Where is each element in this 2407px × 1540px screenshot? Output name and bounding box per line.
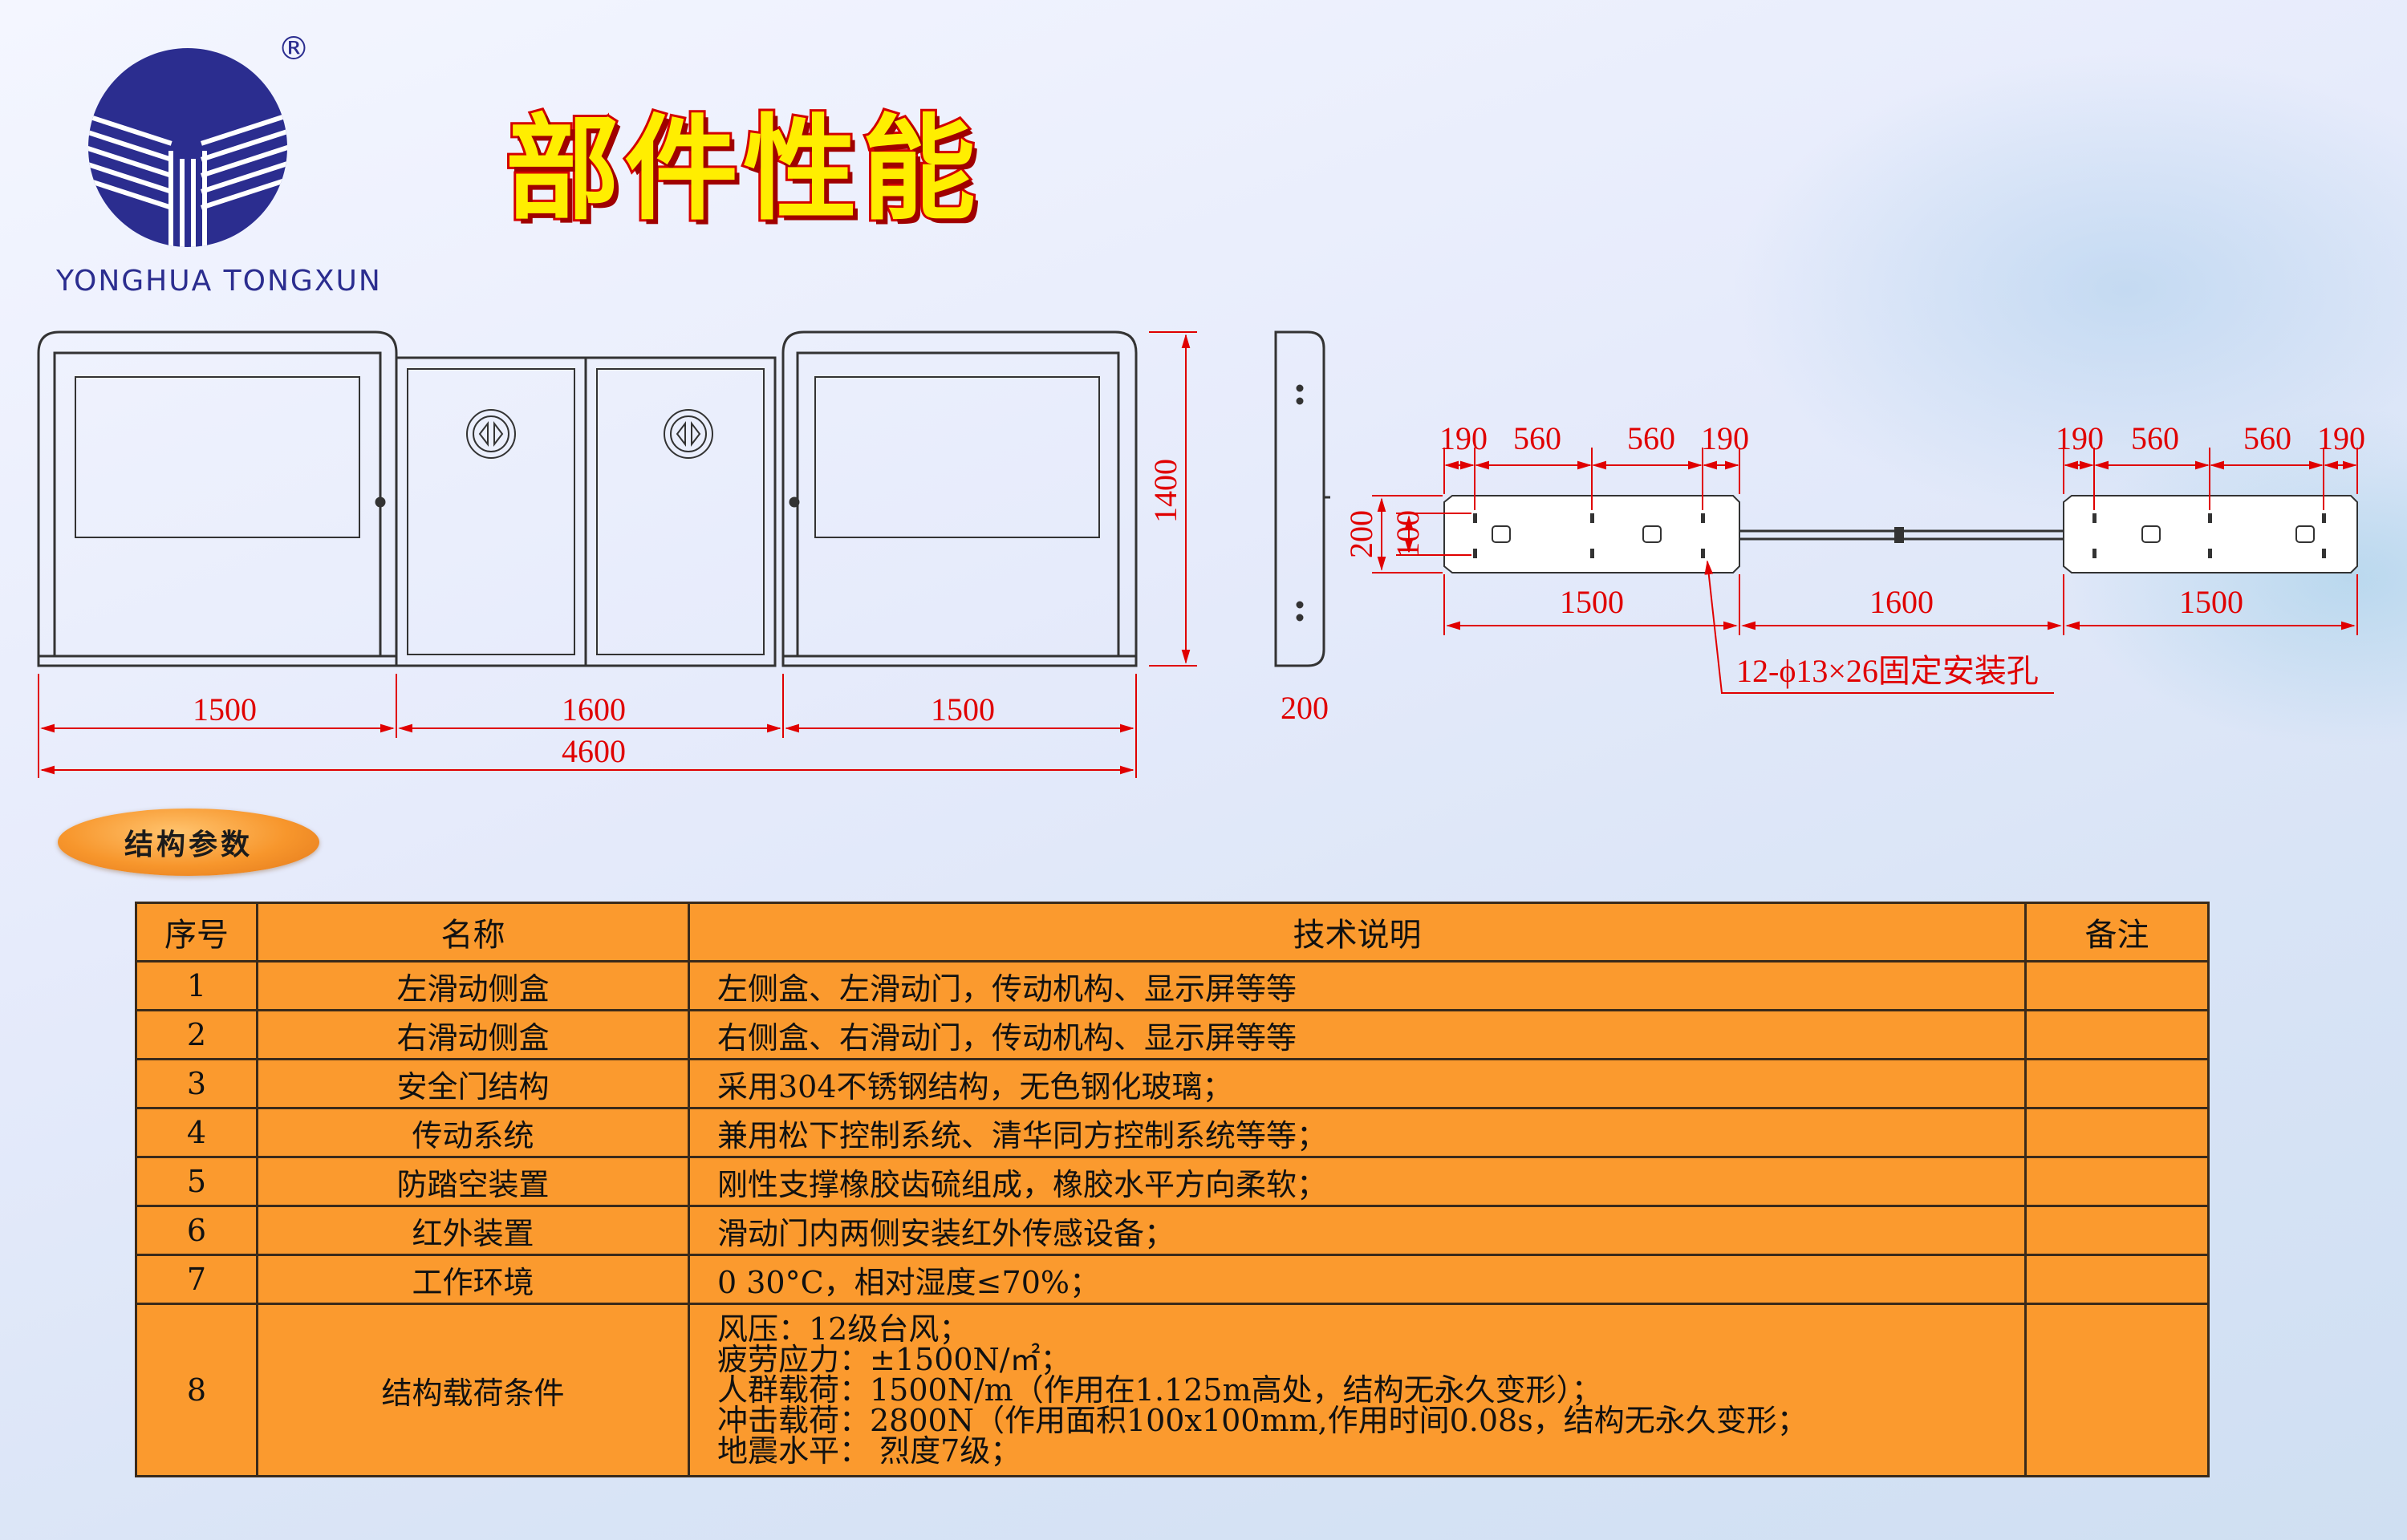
row-note	[2024, 1009, 2210, 1060]
row-desc: 0 30°C，相对湿度≤70%；	[688, 1254, 2027, 1305]
base-plate-right	[2063, 495, 2358, 573]
page-title: 部件性能	[503, 101, 980, 238]
load-line-seismic: 地震水平： 烈度7级；	[717, 1433, 1021, 1469]
row-note	[2024, 1107, 2210, 1158]
dim-seg-left: 1500	[1560, 584, 1624, 620]
dim-190-b: 190	[1701, 420, 1749, 456]
left-side-box	[37, 330, 398, 667]
row-desc: 采用304不锈钢结构，无色钢化玻璃；	[688, 1058, 2027, 1109]
row-desc: 兼用松下控制系统、清华同方控制系统等等；	[688, 1107, 2027, 1158]
row-note	[2024, 1058, 2210, 1109]
row-name: 右滑动侧盒	[256, 1009, 690, 1060]
row-note	[2024, 1303, 2210, 1477]
dim-height: 1400	[1147, 459, 1183, 523]
left-sliding-door	[395, 356, 587, 667]
base-plan-view	[1443, 495, 2358, 573]
engineering-drawing: 1400 1500 1600 1500 4600 200	[37, 330, 2365, 778]
row-desc-multiline: 风压：12级台风； 疲劳应力：±1500N/㎡； 人群载荷：1500N/m（作用…	[688, 1303, 2027, 1477]
table-row-load-conditions: 8 结构载荷条件 风压：12级台风； 疲劳应力：±1500N/㎡； 人群载荷：1…	[135, 1303, 2210, 1477]
row-desc: 左侧盒、左滑动门，传动机构、显示屏等等	[688, 960, 2027, 1011]
row-no: 7	[135, 1254, 258, 1305]
brand-name: YONGHUA TONGXUN	[56, 265, 382, 298]
row-note	[2024, 1156, 2210, 1207]
load-line-impact: 冲击载荷：2800N（作用面积100x100mm,作用时间0.08s，结构无永久…	[717, 1403, 1808, 1438]
header-note: 备注	[2024, 902, 2210, 962]
dim-190-d: 190	[2317, 420, 2365, 456]
load-line-fatigue: 疲劳应力：±1500N/㎡；	[717, 1342, 1071, 1377]
row-name: 左滑动侧盒	[256, 960, 690, 1011]
row-no: 5	[135, 1156, 258, 1207]
table-row: 7 工作环境 0 30°C，相对湿度≤70%；	[135, 1254, 2210, 1305]
dim-width-right: 1500	[931, 691, 995, 727]
table-header-row: 序号 名称 技术说明 备注	[135, 902, 2210, 962]
row-no: 3	[135, 1058, 258, 1109]
dim-560-c: 560	[2131, 420, 2179, 456]
table-row: 4 传动系统 兼用松下控制系统、清华同方控制系统等等；	[135, 1107, 2210, 1158]
dim-total-width: 4600	[562, 733, 626, 769]
front-view	[37, 330, 1138, 667]
row-no: 4	[135, 1107, 258, 1158]
dim-width-center: 1600	[562, 691, 626, 727]
row-name: 红外装置	[256, 1205, 690, 1256]
dim-width-left: 1500	[193, 691, 257, 727]
table-row: 2 右滑动侧盒 右侧盒、右滑动门，传动机构、显示屏等等	[135, 1009, 2210, 1060]
dim-seg-center: 1600	[1869, 584, 1934, 620]
registered-mark: ®	[278, 30, 310, 67]
side-view	[1274, 330, 1330, 667]
row-name: 工作环境	[256, 1254, 690, 1305]
right-side-box	[781, 330, 1138, 667]
load-line-crowd: 人群载荷：1500N/m（作用在1.125m高处，结构无永久变形）；	[717, 1372, 1602, 1408]
right-sliding-door	[584, 356, 777, 667]
row-desc: 滑动门内两侧安装红外传感设备；	[688, 1205, 2027, 1256]
dim-190-a: 190	[1439, 420, 1488, 456]
header-no: 序号	[135, 902, 258, 962]
table-row: 3 安全门结构 采用304不锈钢结构，无色钢化玻璃；	[135, 1058, 2210, 1109]
base-plan-dimensions	[1372, 448, 2358, 694]
row-note	[2024, 960, 2210, 1011]
row-name: 传动系统	[256, 1107, 690, 1158]
door-logo-right	[664, 409, 713, 459]
structure-parameters-table: 序号 名称 技术说明 备注 1 左滑动侧盒 左侧盒、左滑动门，传动机构、显示屏等…	[135, 902, 2210, 1477]
logo-emblem	[88, 48, 287, 247]
mounting-hole-note: 12-ϕ13×26固定安装孔	[1736, 653, 2039, 689]
header-desc: 技术说明	[688, 902, 2027, 962]
load-line-wind: 风压：12级台风；	[717, 1311, 970, 1347]
door-logo-left	[466, 409, 516, 459]
mounting-holes	[1473, 513, 2326, 558]
row-desc: 右侧盒、右滑动门，传动机构、显示屏等等	[688, 1009, 2027, 1060]
row-no: 6	[135, 1205, 258, 1256]
section-title-badge: 结构参数	[58, 808, 319, 876]
dim-depth-200: 200	[1343, 510, 1379, 558]
dim-depth-100: 100	[1390, 510, 1426, 558]
left-display-screen	[75, 376, 360, 538]
row-no: 8	[135, 1303, 258, 1477]
front-view-dimensions	[38, 331, 1197, 778]
base-plan-labels: 190 560 560 190 190 560 560 190 200 100 …	[1343, 420, 2365, 689]
row-name: 安全门结构	[256, 1058, 690, 1109]
dim-190-c: 190	[2056, 420, 2104, 456]
row-no: 1	[135, 960, 258, 1011]
dim-depth: 200	[1281, 690, 1329, 726]
row-note	[2024, 1205, 2210, 1256]
right-display-screen	[814, 376, 1100, 538]
dim-560-a: 560	[1513, 420, 1561, 456]
table-row: 5 防踏空装置 刚性支撑橡胶齿硫组成，橡胶水平方向柔软；	[135, 1156, 2210, 1207]
row-name: 防踏空装置	[256, 1156, 690, 1207]
row-name: 结构载荷条件	[256, 1303, 690, 1477]
row-note	[2024, 1254, 2210, 1305]
row-desc: 刚性支撑橡胶齿硫组成，橡胶水平方向柔软；	[688, 1156, 2027, 1207]
header-name: 名称	[256, 902, 690, 962]
section-title: 结构参数	[124, 829, 253, 861]
company-logo: ® YONGHUA TONGXUN	[56, 30, 380, 303]
front-view-labels: 1400 1500 1600 1500 4600	[193, 459, 1183, 769]
table-row: 1 左滑动侧盒 左侧盒、左滑动门，传动机构、显示屏等等	[135, 960, 2210, 1011]
table-row: 6 红外装置 滑动门内两侧安装红外传感设备；	[135, 1205, 2210, 1256]
left-box-inner	[53, 351, 382, 658]
row-no: 2	[135, 1009, 258, 1060]
dim-seg-right: 1500	[2179, 584, 2243, 620]
dim-560-d: 560	[2243, 420, 2291, 456]
dim-560-b: 560	[1627, 420, 1675, 456]
base-plate-left	[1443, 495, 1740, 573]
